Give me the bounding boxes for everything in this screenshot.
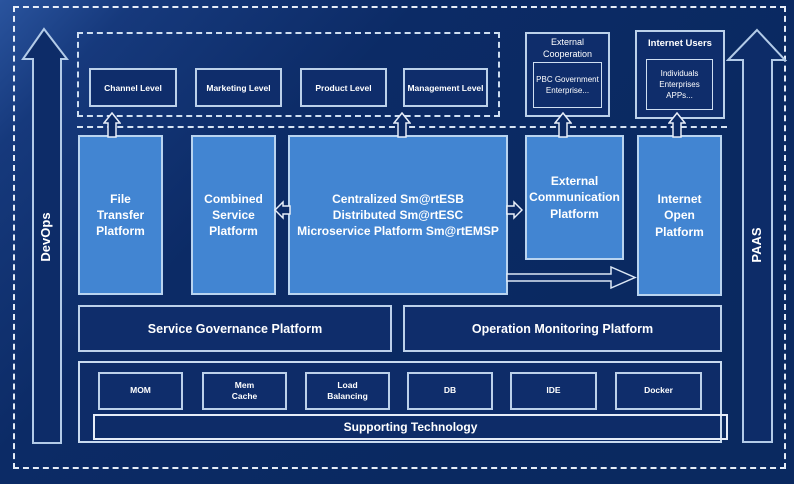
supporting-technology-container [78, 361, 722, 443]
supporting-technology-bar: Supporting Technology [93, 414, 728, 440]
pbc-government-enterprise-box: PBC Government Enterprise... [533, 62, 602, 108]
tech-box-mom: MOM [98, 372, 183, 410]
arrow-esb-to-external-communication-icon [506, 200, 523, 220]
tech-box-mem-cache: Mem Cache [202, 372, 287, 410]
level-box-marketing: Marketing Level [195, 68, 282, 107]
external-cooperation-box: External Cooperation PBC Government Ente… [525, 32, 610, 117]
service-governance-platform: Service Governance Platform [78, 305, 392, 352]
internet-users-members-box: Individuals Enterprises APPs... [646, 59, 713, 110]
tech-box-db: DB [407, 372, 493, 410]
paas-up-arrow-icon [726, 28, 788, 443]
platform-combined-service: Combined Service Platform [191, 135, 276, 295]
tech-box-docker: Docker [615, 372, 702, 410]
up-arrow-internet-users-icon [668, 112, 686, 138]
internet-users-box: Internet Users Individuals Enterprises A… [635, 30, 725, 119]
levels-dashed-container [77, 32, 500, 117]
arrow-esb-to-combined-service-icon [274, 200, 291, 220]
operation-monitoring-platform: Operation Monitoring Platform [403, 305, 722, 352]
up-arrow-file-transfer-icon [103, 112, 121, 138]
level-box-channel: Channel Level [89, 68, 177, 107]
external-cooperation-title: External Cooperation [542, 37, 593, 59]
outer-dashed-border [13, 6, 786, 469]
devops-up-arrow-icon [21, 27, 70, 444]
level-box-product: Product Level [300, 68, 387, 107]
platform-external-communication: External Communication Platform [525, 135, 624, 260]
up-arrow-esb-icon [393, 112, 411, 138]
platform-file-transfer: File Transfer Platform [78, 135, 163, 295]
tech-box-load-balancing: Load Balancing [305, 372, 390, 410]
level-box-management: Management Level [403, 68, 488, 107]
platform-internet-open: Internet Open Platform [637, 135, 722, 296]
internet-users-title: Internet Users [648, 37, 712, 49]
devops-label: DevOps [38, 212, 53, 262]
tech-box-ide: IDE [510, 372, 597, 410]
arrow-esb-to-internet-open-icon [506, 265, 637, 290]
paas-label: PAAS [749, 227, 764, 263]
platform-esb-esc-emsp: Centralized Sm@rtESB Distributed Sm@rtES… [288, 135, 508, 295]
up-arrow-external-cooperation-icon [554, 112, 572, 138]
